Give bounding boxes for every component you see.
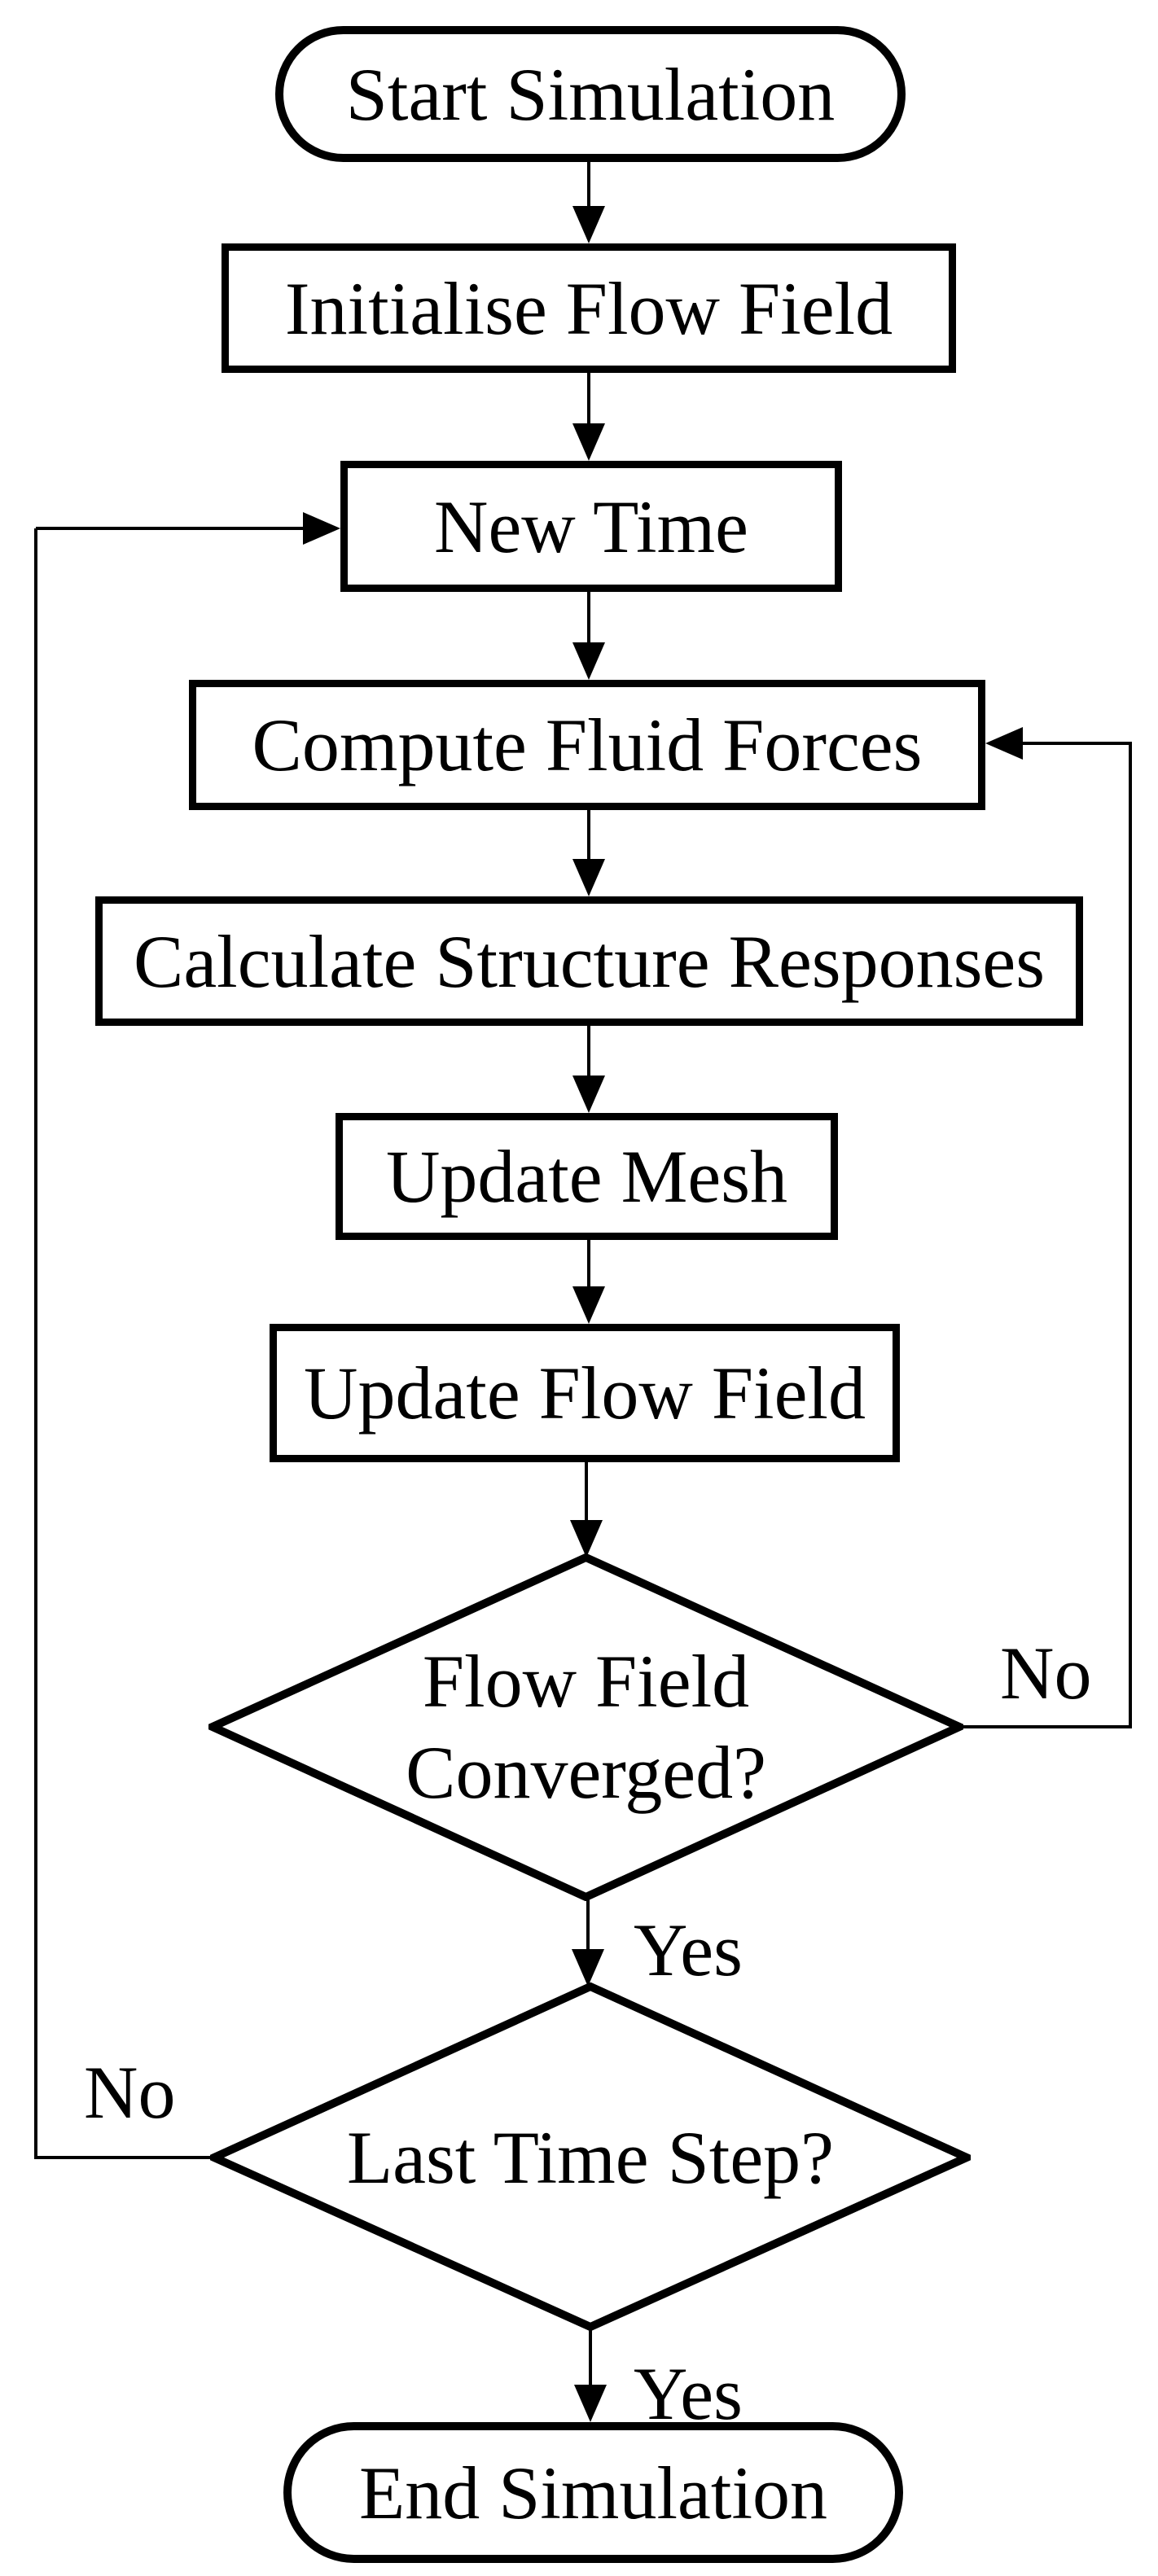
arrowhead-down-icon — [572, 1949, 604, 1987]
edge-converged-no-return — [1016, 742, 1132, 745]
arrowhead-left-icon — [985, 727, 1023, 760]
edge-flowfield-converged — [585, 1462, 588, 1527]
flow-field-converged-decision — [208, 1553, 963, 1901]
last-step-yes-label: Yes — [634, 2352, 743, 2435]
edge-converged-laststep — [586, 1897, 590, 1956]
converged-no-label: No — [1000, 1632, 1092, 1715]
edge-compute-calculate — [587, 810, 590, 865]
edge-converged-no-vertical — [1129, 743, 1132, 1728]
update-flow-field-label: Update Flow Field — [304, 1352, 866, 1435]
new-time-process: New Time — [340, 461, 842, 592]
calculate-structure-responses-label: Calculate Structure Responses — [133, 919, 1046, 1003]
arrowhead-down-icon — [572, 642, 605, 680]
edge-laststep-no-vertical — [34, 528, 37, 2159]
converged-label-line2: Converged? — [406, 1731, 766, 1814]
converged-label-line1: Flow Field — [422, 1640, 750, 1723]
edge-newtime-compute — [587, 592, 590, 649]
start-label: Start Simulation — [345, 52, 836, 136]
calculate-structure-responses-process: Calculate Structure Responses — [95, 896, 1083, 1026]
arrowhead-down-icon — [572, 206, 605, 243]
end-terminator: End Simulation — [283, 2422, 903, 2563]
last-time-step-label: Last Time Step? — [346, 2116, 835, 2199]
new-time-label: New Time — [434, 484, 748, 568]
edge-mesh-flowfield — [587, 1240, 590, 1294]
edge-calculate-mesh — [587, 1026, 590, 1083]
arrowhead-down-icon — [574, 2385, 607, 2422]
decision-diamond-shape — [208, 1553, 963, 1901]
arrowhead-down-icon — [572, 1076, 605, 1113]
edge-laststep-end — [589, 2327, 592, 2388]
edge-laststep-no-return — [36, 527, 309, 530]
last-time-step-decision — [210, 1982, 971, 2331]
edge-converged-no-horizontal — [959, 1725, 1132, 1728]
arrowhead-down-icon — [572, 1286, 605, 1324]
arrowhead-down-icon — [572, 859, 605, 896]
initialise-flow-field-process: Initialise Flow Field — [222, 243, 956, 373]
converged-yes-label: Yes — [634, 1908, 743, 1991]
update-mesh-label: Update Mesh — [385, 1135, 788, 1218]
compute-fluid-forces-process: Compute Fluid Forces — [189, 680, 985, 810]
arrowhead-down-icon — [572, 423, 605, 461]
arrowhead-down-icon — [570, 1520, 603, 1557]
edge-initialise-newtime — [587, 373, 590, 430]
update-flow-field-process: Update Flow Field — [270, 1324, 900, 1462]
update-mesh-process: Update Mesh — [336, 1113, 838, 1240]
arrowhead-right-icon — [303, 512, 340, 545]
decision-diamond-shape — [210, 1982, 971, 2331]
edge-start-initialise — [587, 162, 590, 212]
last-step-no-label: No — [84, 2051, 176, 2134]
end-label: End Simulation — [359, 2451, 827, 2534]
initialise-label: Initialise Flow Field — [284, 266, 893, 350]
start-terminator: Start Simulation — [275, 26, 906, 162]
edge-laststep-no-horizontal — [36, 2156, 214, 2159]
compute-fluid-forces-label: Compute Fluid Forces — [252, 703, 923, 786]
